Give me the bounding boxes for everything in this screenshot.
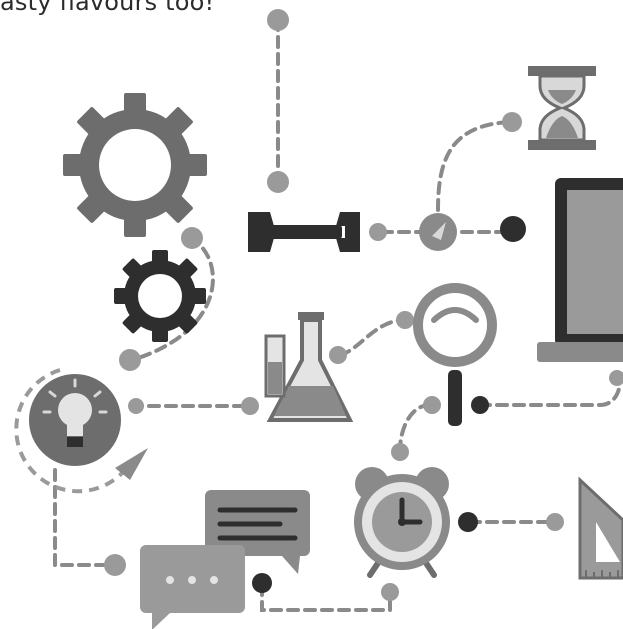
caption-text: asty flavours too! [0, 0, 215, 16]
connector-dot [252, 573, 272, 593]
connector-flask-magnifier [338, 318, 407, 357]
connector-bulb-chat [53, 468, 117, 567]
connector-magnifier-laptop [478, 378, 622, 407]
connector-dot [267, 9, 289, 31]
connector-dot [609, 370, 623, 386]
connector-dot [329, 346, 347, 364]
wrench-icon [248, 212, 360, 252]
connector-dot [381, 583, 399, 601]
connector-dot [396, 311, 414, 329]
connector-dot [104, 554, 126, 576]
connector-compass-hourglass [436, 120, 512, 212]
alarm-clock-icon [354, 467, 450, 578]
connector-dot [241, 397, 259, 415]
connector-dot [546, 513, 564, 531]
connector-dot [500, 216, 526, 242]
set-square-icon [578, 476, 623, 580]
gear-icon [114, 250, 206, 342]
connector-dot [458, 512, 478, 532]
connector-dot [128, 398, 144, 414]
connector-dot [391, 443, 409, 461]
connector-gears [130, 236, 215, 362]
connector-magnifier-clock [398, 403, 432, 452]
magnifier-icon [413, 283, 497, 426]
compass-icon [419, 213, 457, 251]
connector-dot [119, 349, 141, 371]
connector-chat-clock [260, 583, 392, 612]
connector-dot [369, 223, 387, 241]
connector-dot [181, 227, 203, 249]
bulb-orbit-ring [14, 368, 127, 494]
connector-dot [471, 396, 489, 414]
bulb-orbit-arrow [115, 448, 148, 480]
connector-dot [423, 396, 441, 414]
connector-dot [267, 171, 289, 193]
laptop-icon [537, 178, 623, 362]
lightbulb-icon [29, 374, 121, 466]
chat-bubbles-icon [140, 490, 310, 629]
gear-icon [63, 93, 207, 237]
connector-dot [502, 112, 522, 132]
flask-icon [264, 312, 354, 422]
hourglass-icon [528, 66, 596, 150]
